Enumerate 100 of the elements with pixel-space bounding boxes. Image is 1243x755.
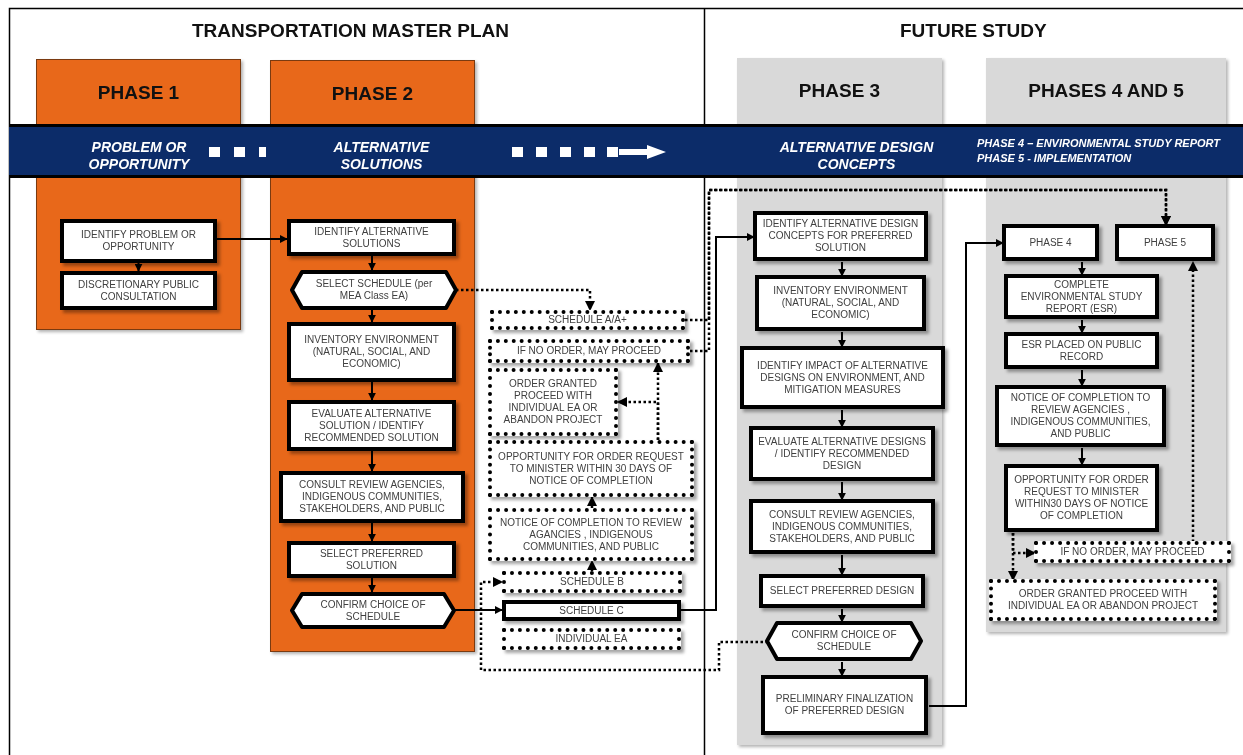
process-box [502,600,681,621]
optional-step-box [488,508,694,561]
arrow [838,409,846,428]
decision-hexagon [290,592,456,629]
step-text: COMPLETE ENVIRONMENTAL STUDY REPORT (ESR) [1019,278,1144,315]
optional-step-box [488,368,618,436]
dotted-arrow [1188,261,1198,542]
arrow [368,309,376,323]
step-text: OPPORTUNITY FOR ORDER REQUEST TO MINISTER WITHIN 30 DAYS OF NOTICE OF COMPLETION [497,450,685,487]
stage-label: ALTERNATIVE SOLUTIONS [332,139,431,173]
arrow [368,522,376,542]
arrow [838,481,846,501]
step-text: EVALUATE ALTERNATIVE SOLUTION / IDENTIFY RECOMMENDED SOLUTION [303,407,440,444]
arrow [453,606,503,614]
arrow [838,608,846,623]
dotted-arrow [456,288,595,311]
step-text: SCHEDULE C [559,604,624,617]
step-text: CONFIRM CHOICE OF SCHEDULE [790,629,898,653]
step-text: PRELIMINARY FINALIZATION OF PREFERRED DESIGN [774,693,915,717]
step-text: NOTICE OF COMPLETION TO REVIEW AGENCIES , INDIGENOUS COMMUNITIES, AND PUBLIC [1009,392,1152,440]
phase-column [270,60,475,652]
process-box [749,499,935,554]
step-text: SELECT PREFERRED DESIGN [769,585,915,597]
process-box [1004,274,1159,319]
arrow [838,331,846,348]
process-box [753,211,928,261]
section-heading: TRANSPORTATION MASTER PLAN [192,20,509,42]
process-box [1004,332,1159,369]
process-box [60,219,217,263]
dotted-arrow [1008,533,1018,581]
step-text: IF NO ORDER, MAY PROCEED [1060,546,1205,558]
step-text: IDENTIFY PROBLEM OR OPPORTUNITY [80,229,197,253]
step-text: IDENTIFY ALTERNATIVE DESIGN CONCEPTS FOR PREFERRED SOLUTION [761,218,920,254]
optional-step-box [502,571,682,593]
step-text: SCHEDULE A/A+ [548,314,627,326]
process-box [287,541,456,578]
step-text: ORDER GRANTED PROCEED WITH INDIVIDUAL EA OR ABANDON PROJECT [1006,588,1200,612]
process-box [740,346,945,409]
step-text: INDIVIDUAL EA [555,633,628,645]
step-text: NOTICE OF COMPLETION TO REVIEW AGANCIES , INDIGENOUS COMMUNITIES, AND PUBLIC [499,516,683,553]
step-text: CONFIRM CHOICE OF SCHEDULE [319,598,427,623]
process-box [1115,224,1215,261]
section-heading: FUTURE STUDY [900,20,1047,42]
step-text: SCHEDULE B [560,576,624,588]
step-text: IDENTIFY IMPACT OF ALTERNATIVE DESIGNS ON ENVIRONMENT, AND MITIGATION MEASURES [756,359,929,396]
step-text: ORDER GRANTED PROCEED WITH INDIVIDUAL EA OR ABANDON PROJECT [502,378,604,426]
optional-step-box [989,579,1217,621]
process-box [1002,224,1099,261]
step-text: EVALUATE ALTERNATIVE DESIGNS / IDENTIFY RECOMMENDED DESIGN [757,435,927,472]
arrow [1078,319,1086,334]
arrow [134,262,143,272]
arrow [1078,447,1086,466]
stage-label: PROBLEM OR OPPORTUNITY [87,139,191,173]
step-text: ESR PLACED ON PUBLIC RECORD [1020,338,1143,363]
dotted-arrow [690,188,1171,353]
arrow [368,381,376,401]
phase-heading: PHASE 2 [330,83,415,105]
process-box [759,574,925,608]
arrow [838,661,846,677]
step-text: DISCRETIONARY PUBLIC CONSULTATION [77,278,200,303]
phase-heading: PHASE 1 [96,82,181,104]
arrow [928,239,1004,707]
phase-column [737,58,942,745]
optional-step-box [488,339,690,363]
arrow [838,261,846,277]
optional-step-box [502,628,681,650]
step-text: CONSULT REVIEW AGENCIES, INDIGENOUS COMMUNITIES, STAKEHOLDERS, AND PUBLIC [768,508,916,545]
step-text: SELECT SCHEDULE (per MEA Class EA) [314,278,434,302]
arrow [838,554,846,576]
decision-hexagon [290,270,458,310]
step-text: IDENTIFY ALTERNATIVE SOLUTIONS [313,225,430,250]
step-text: IF NO ORDER, MAY PROCEED [516,345,662,357]
stage-label: PHASE 5 - IMPLEMENTATION [977,152,1133,166]
process-box [60,271,217,310]
step-text: INVENTORY ENVIRONMENT (NATURAL, SOCIAL, AND ECONOMIC) [303,334,440,370]
dotted-arrow [587,560,597,571]
stage-label: ALTERNATIVE DESIGN CONCEPTS [778,139,935,173]
arrow [368,255,376,271]
decision-hexagon [765,621,923,661]
arrow [216,235,288,243]
optional-step-box [490,310,685,330]
process-box [761,675,928,735]
process-box [1004,464,1159,532]
arrow [1078,261,1086,276]
stage-label: PHASE 4 – ENVIRONMENTAL STUDY REPORT [977,137,1222,151]
step-text: OPPORTUNITY FOR ORDER REQUEST TO MINISTER WITHIN30 DAYS OF NOTICE OF COMPLETION [1013,474,1150,522]
step-text: PHASE 4 [1029,236,1072,249]
process-box [755,275,926,331]
process-box [279,471,465,523]
step-text: INVENTORY ENVIRONMENT (NATURAL, SOCIAL, AND ECONOMIC) [772,285,909,321]
optional-step-box [1034,541,1231,563]
arrow [1078,369,1086,387]
process-box [287,322,456,382]
arrow [680,233,755,611]
phase-heading: PHASE 3 [797,80,882,102]
phase-heading: PHASES 4 AND 5 [1027,80,1185,102]
process-box [287,400,456,451]
step-text: CONSULT REVIEW AGENCIES, INDIGENOUS COMMUNITIES, STAKEHOLDERS, AND PUBLIC [298,479,446,515]
dotted-arrow [617,397,660,440]
arrow [368,577,376,593]
